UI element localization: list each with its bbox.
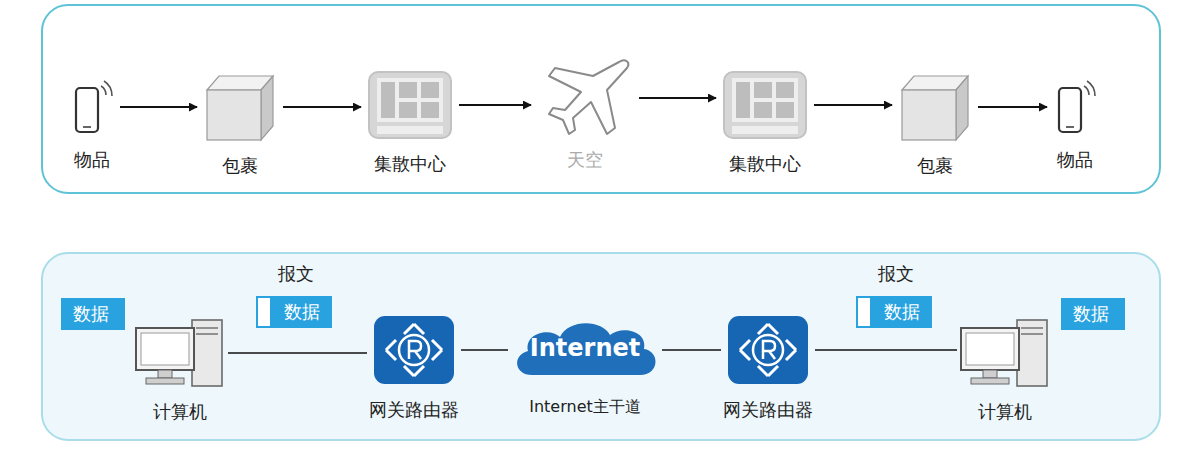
node-label: 包裹 — [896, 154, 974, 178]
flow-arrow — [639, 97, 716, 99]
node-label: 物品 — [68, 148, 116, 172]
router-icon-wrap — [372, 314, 456, 386]
logistics-panel — [42, 5, 1160, 193]
computer-icon-wrap — [134, 318, 226, 388]
network-link — [461, 349, 508, 351]
router-icon-wrap — [726, 314, 810, 386]
data-label: 数据 — [61, 298, 125, 330]
cloud-node: InternetInternet主干道 — [508, 317, 662, 419]
flow-arrow — [978, 106, 1047, 108]
office-icon-wrap — [367, 70, 453, 140]
node-label: 集散中心 — [365, 152, 455, 176]
computer-icon-wrap — [959, 318, 1051, 388]
cloud-label: Internet — [510, 333, 660, 363]
node-label: 物品 — [1051, 148, 1099, 172]
node-label: 集散中心 — [720, 152, 810, 176]
router-node: 网关路由器 — [367, 314, 461, 422]
office-icon-wrap — [722, 70, 808, 140]
phone-icon — [70, 78, 114, 136]
computer-icon — [959, 318, 1051, 388]
node-label: Internet主干道 — [508, 395, 662, 419]
cloud-icon-wrap: Internet — [510, 317, 660, 383]
data-tag: 数据 — [61, 298, 125, 330]
packet-tag: 报文数据 — [856, 262, 936, 328]
node-label: 天空 — [535, 148, 635, 172]
phone-node: 物品 — [1051, 78, 1099, 172]
office-node: 集散中心 — [720, 70, 810, 176]
office-icon — [367, 70, 453, 140]
data-tag: 数据 — [1061, 298, 1125, 330]
data-label: 数据 — [872, 296, 932, 328]
packet-heading: 报文 — [856, 262, 936, 286]
plane-icon — [537, 56, 633, 140]
node-label: 网关路由器 — [367, 398, 461, 422]
network-panel — [42, 253, 1160, 440]
packet-body: 数据 — [856, 296, 936, 328]
node-label: 计算机 — [132, 400, 228, 424]
phone-node: 物品 — [68, 78, 116, 172]
box-icon — [203, 72, 277, 142]
node-label: 计算机 — [957, 400, 1053, 424]
network-link — [815, 349, 957, 351]
node-label: 包裹 — [201, 154, 279, 178]
node-label: 网关路由器 — [721, 398, 815, 422]
flow-arrow — [120, 106, 197, 108]
packet-header-block — [856, 296, 872, 328]
box-icon-wrap — [898, 72, 972, 142]
plane-icon-wrap — [537, 56, 633, 140]
packet-body: 数据 — [256, 296, 336, 328]
plane-node: 天空 — [535, 56, 635, 172]
box-icon — [898, 72, 972, 142]
router-node: 网关路由器 — [721, 314, 815, 422]
flow-arrow — [283, 106, 361, 108]
office-icon — [722, 70, 808, 140]
office-node: 集散中心 — [365, 70, 455, 176]
phone-icon — [1053, 78, 1097, 136]
phone-icon-wrap — [70, 78, 114, 136]
computer-icon — [134, 318, 226, 388]
phone-icon-wrap — [1053, 78, 1097, 136]
packet-header-block — [256, 296, 272, 328]
data-label: 数据 — [272, 296, 332, 328]
flow-arrow — [814, 104, 892, 106]
box-icon-wrap — [203, 72, 277, 142]
packet-tag: 报文数据 — [256, 262, 336, 328]
packet-heading: 报文 — [256, 262, 336, 286]
computer-node: 计算机 — [957, 318, 1053, 424]
flow-arrow — [459, 104, 531, 106]
data-label: 数据 — [1061, 298, 1125, 330]
box-node: 包裹 — [896, 72, 974, 178]
box-node: 包裹 — [201, 72, 279, 178]
router-icon — [372, 314, 456, 386]
network-link — [228, 352, 367, 354]
network-link — [662, 349, 721, 351]
computer-node: 计算机 — [132, 318, 228, 424]
router-icon — [726, 314, 810, 386]
